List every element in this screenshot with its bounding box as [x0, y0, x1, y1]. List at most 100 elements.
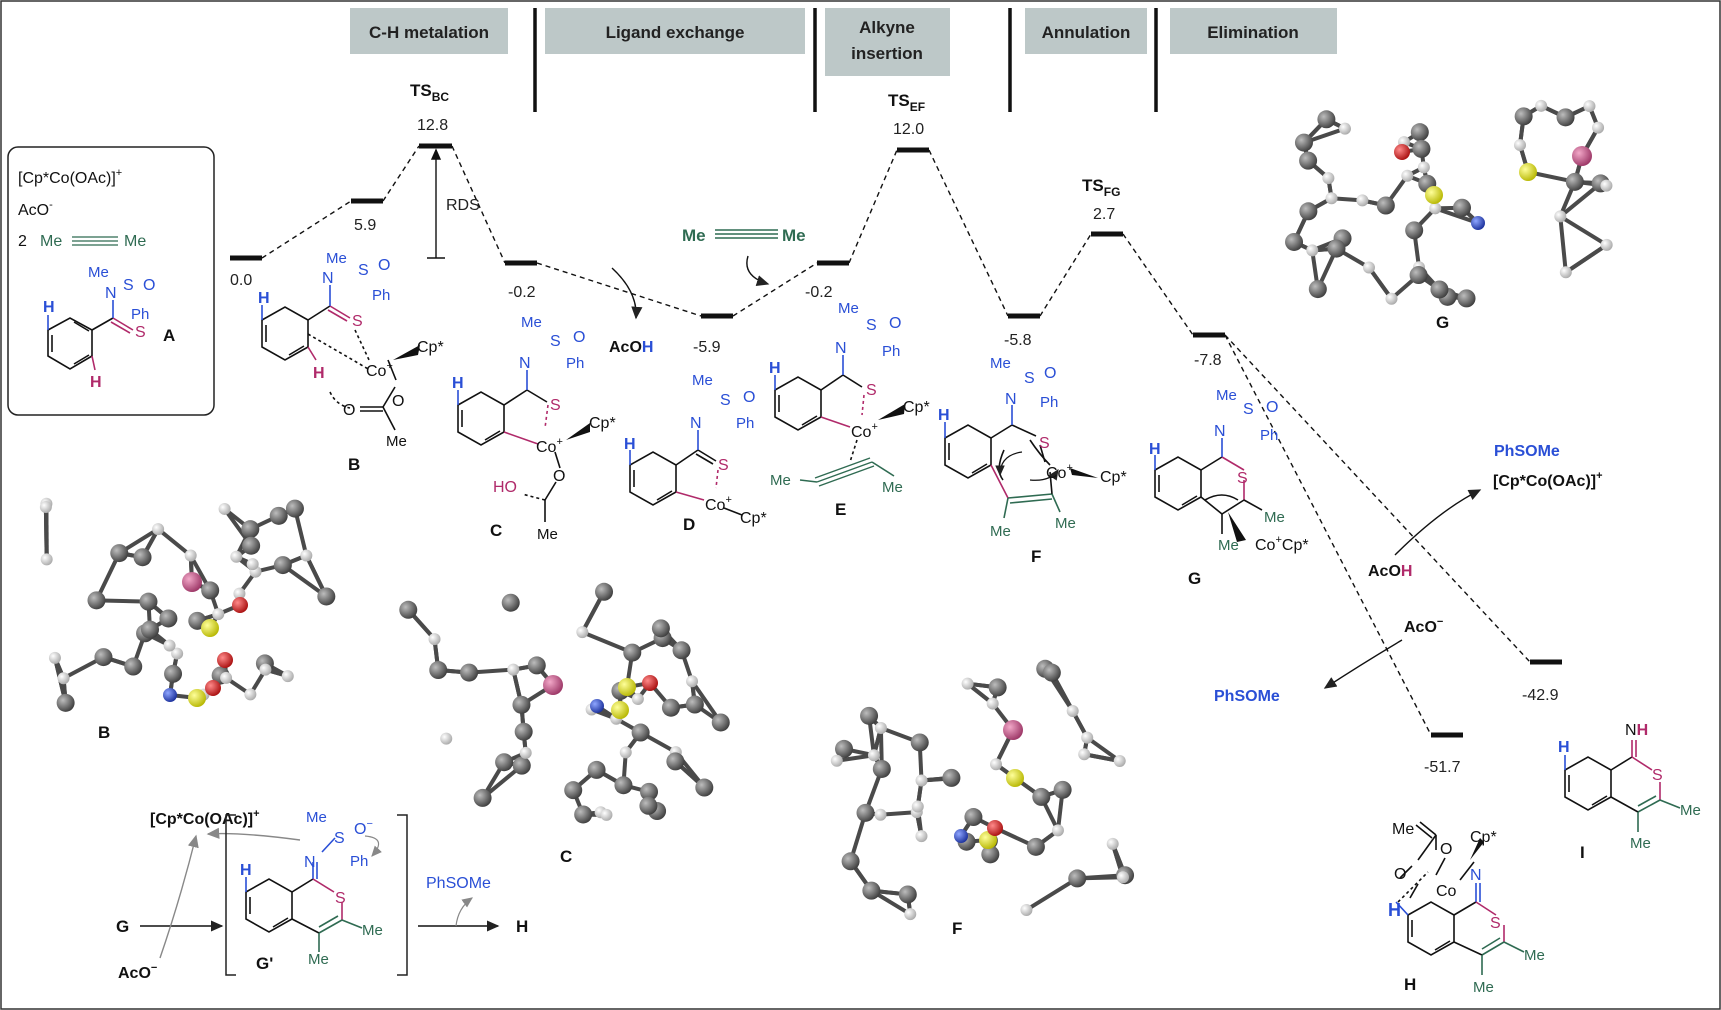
atom-h	[1362, 261, 1375, 274]
atom-h	[631, 693, 644, 706]
atom-h	[152, 523, 165, 536]
atom-c	[574, 805, 593, 824]
I-nh: NH	[1625, 722, 1648, 739]
atom-co	[182, 572, 202, 592]
bond	[1025, 876, 1079, 912]
atom-h	[1385, 292, 1398, 305]
H-co: Co	[1436, 883, 1457, 900]
acoh-input: AcOH	[1368, 563, 1412, 580]
atom-c	[685, 695, 704, 714]
bond	[1086, 735, 1121, 763]
G-sulfur: S	[1243, 401, 1254, 418]
energy-G: -7.8	[1194, 352, 1222, 369]
A-s: S	[135, 324, 146, 341]
B-me2: Me	[386, 433, 407, 450]
atom-h	[246, 558, 259, 571]
D-ph: Ph	[736, 415, 754, 432]
G-n: N	[1214, 423, 1226, 440]
reagent-count: 2	[18, 233, 27, 250]
atom-c	[587, 760, 606, 779]
atom-c	[201, 581, 220, 600]
atom-h	[911, 800, 924, 813]
G-ph: Ph	[1260, 427, 1278, 444]
A-h-blue: H	[43, 299, 55, 316]
atom-h	[1535, 99, 1548, 112]
H-me: Me	[1392, 821, 1414, 838]
F-sulfur: S	[1024, 370, 1035, 387]
atom-c	[241, 520, 260, 539]
C-sulfur: S	[550, 333, 561, 350]
lower-release-arrow	[1323, 639, 1403, 689]
atom-c	[841, 852, 860, 871]
atom-h	[990, 758, 1003, 771]
H-me-green1: Me	[1524, 947, 1545, 964]
atom-c	[1565, 172, 1584, 191]
E-cp: Cp*	[903, 399, 930, 416]
bond	[43, 507, 49, 560]
scheme-phsome: PhSOMe	[426, 875, 491, 892]
model-B-3d	[39, 497, 336, 712]
atom-c	[1026, 837, 1045, 856]
label-G-3d: G	[1436, 313, 1449, 332]
bond	[1434, 206, 1479, 225]
alkyne-me1: Me	[682, 226, 706, 245]
scheme-aco: AcO−	[118, 962, 157, 982]
reagent-acetate: AcO-	[18, 199, 53, 219]
atom-c	[860, 706, 879, 725]
atom-co	[1572, 146, 1592, 166]
incoming-alkyne: Me Me	[682, 226, 806, 287]
atom-h	[686, 675, 699, 688]
atom-c	[988, 678, 1007, 697]
atom-h	[300, 549, 313, 562]
atom-h	[1338, 122, 1351, 135]
B-o2: O	[343, 402, 355, 419]
atom-c	[661, 698, 680, 717]
rds-bracket	[427, 148, 445, 259]
B-ph: Ph	[372, 287, 390, 304]
stage-box-alkyne-insertion	[825, 8, 950, 76]
stage-ligand-exchange: Ligand exchange	[606, 23, 745, 42]
atom-s	[618, 678, 636, 696]
C-o: O	[573, 329, 585, 346]
C-h-blue: H	[452, 375, 464, 392]
stage-box-ligand-exchange	[545, 8, 805, 54]
atom-c	[1430, 280, 1449, 299]
Gp-me: Me	[306, 809, 327, 826]
stage-alkyne-insertion-line1: Alkyne	[859, 18, 915, 37]
C-co: Co+	[536, 436, 563, 456]
E-co: Co+	[851, 421, 878, 441]
atom-h	[1356, 194, 1369, 207]
atom-c	[164, 664, 183, 683]
Gp-o-minus: O−	[354, 818, 373, 838]
phsome-mid: PhSOMe	[1214, 688, 1280, 705]
atom-c	[631, 723, 650, 742]
atom-o	[205, 680, 221, 696]
I-s: S	[1652, 767, 1663, 784]
stage-box-annulation	[1025, 8, 1147, 54]
label-C: C	[490, 521, 502, 540]
atom-c	[514, 722, 533, 741]
catalyst-regenerated: [Cp*Co(OAc)]+	[1493, 470, 1603, 490]
stage-annulation: Annulation	[1042, 23, 1131, 42]
atom-c	[856, 803, 875, 822]
atom-h	[830, 754, 843, 767]
atom-h	[163, 639, 176, 652]
label-Gp: G'	[256, 954, 273, 973]
atom-h	[259, 663, 272, 676]
ts-bc-label: TSBC	[410, 81, 449, 104]
energy-F: -5.8	[1004, 332, 1032, 349]
atom-c	[910, 733, 929, 752]
atom-h	[1417, 161, 1430, 174]
F-o: O	[1044, 365, 1056, 382]
energy-I: -42.9	[1522, 687, 1559, 704]
atom-c	[87, 591, 106, 610]
atom-o	[217, 652, 233, 668]
atom-h	[961, 677, 974, 690]
atom-c	[460, 663, 479, 682]
atom-c	[595, 582, 614, 601]
E-n: N	[835, 340, 847, 357]
atom-c	[1308, 280, 1327, 299]
atom-h	[218, 502, 231, 515]
